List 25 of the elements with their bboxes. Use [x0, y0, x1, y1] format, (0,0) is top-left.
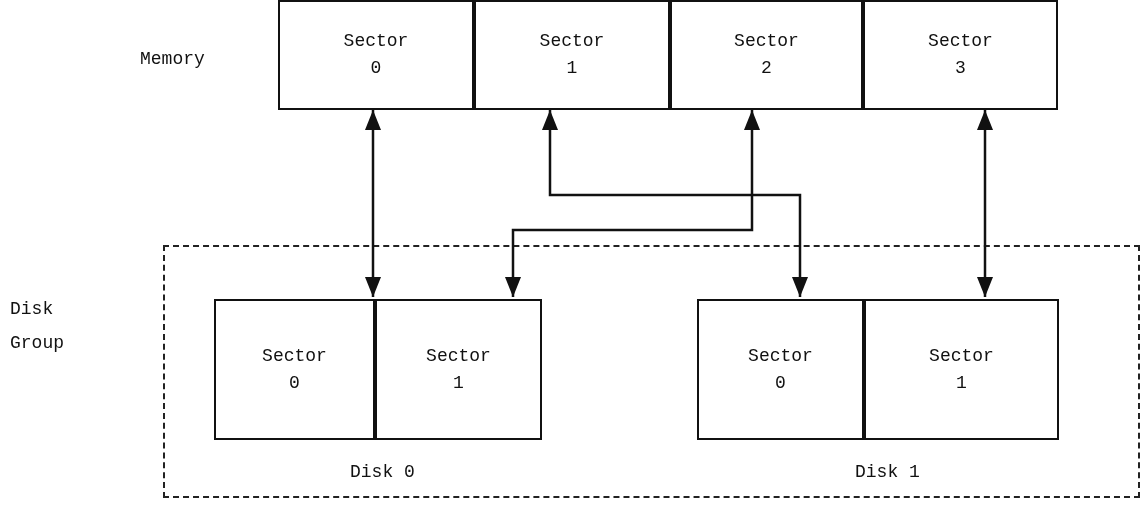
double-arrow: [365, 110, 381, 297]
sector-label: Sector 0: [261, 344, 328, 395]
sector-label: Sector 2: [733, 30, 800, 80]
group-label: Disk Group: [10, 298, 64, 356]
sector-box: [697, 299, 864, 440]
sector-label: Sector 1: [538, 30, 606, 80]
disk-group-frame: [163, 245, 1140, 498]
sector-box: [214, 299, 375, 440]
sector-box: [864, 299, 1059, 440]
sector-label: Sector 0: [342, 30, 410, 80]
double-arrow: [505, 110, 760, 297]
sector-label: Sector 1: [425, 344, 492, 395]
double-arrow: [542, 110, 808, 297]
sector-box: [670, 0, 863, 110]
sector-label: Sector 3: [927, 30, 994, 80]
double-arrow: [977, 110, 993, 297]
disk-label: Disk 1: [855, 461, 920, 484]
sector-box: [863, 0, 1058, 110]
sector-box: [278, 0, 474, 110]
sector-box: [474, 0, 670, 110]
sector-box: [375, 299, 542, 440]
sector-label: Sector 1: [928, 344, 995, 395]
disk-label: Disk 0: [350, 461, 415, 484]
memory-label: Memory: [140, 48, 205, 71]
sector-label: Sector 0: [747, 344, 814, 395]
